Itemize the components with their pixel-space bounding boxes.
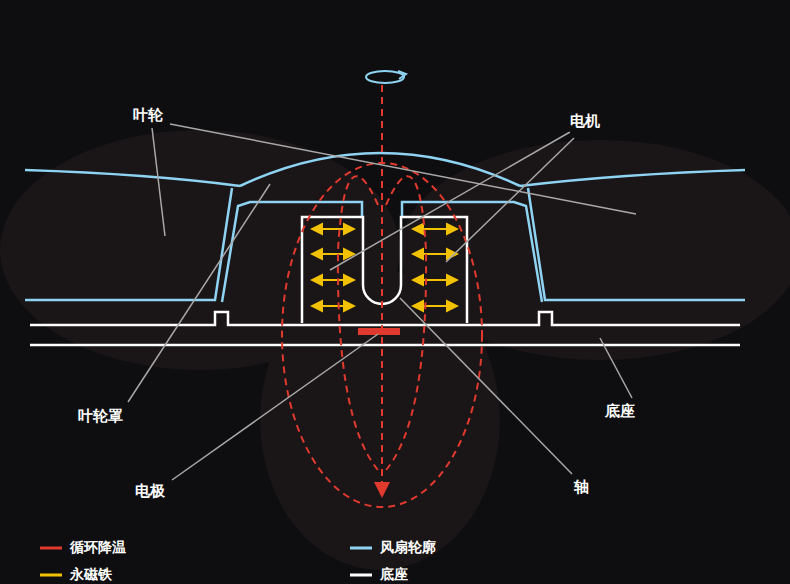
part-label: 底座 [602, 401, 638, 422]
part-label: 叶轮罩 [75, 406, 126, 427]
legend-text: 循环降温 [70, 539, 126, 557]
part-label: 叶轮 [130, 105, 166, 126]
part-label: 电机 [567, 111, 603, 132]
legend-swatch [40, 547, 62, 550]
legend-swatch [40, 574, 62, 577]
part-label: 电极 [132, 481, 168, 502]
legend-swatch [350, 574, 372, 577]
legend-text: 风扇轮廓 [380, 539, 436, 557]
legend-text: 永磁铁 [70, 566, 112, 584]
part-label: 轴 [571, 477, 592, 498]
legend-swatch [350, 547, 372, 550]
legend-text: 底座 [380, 566, 408, 584]
